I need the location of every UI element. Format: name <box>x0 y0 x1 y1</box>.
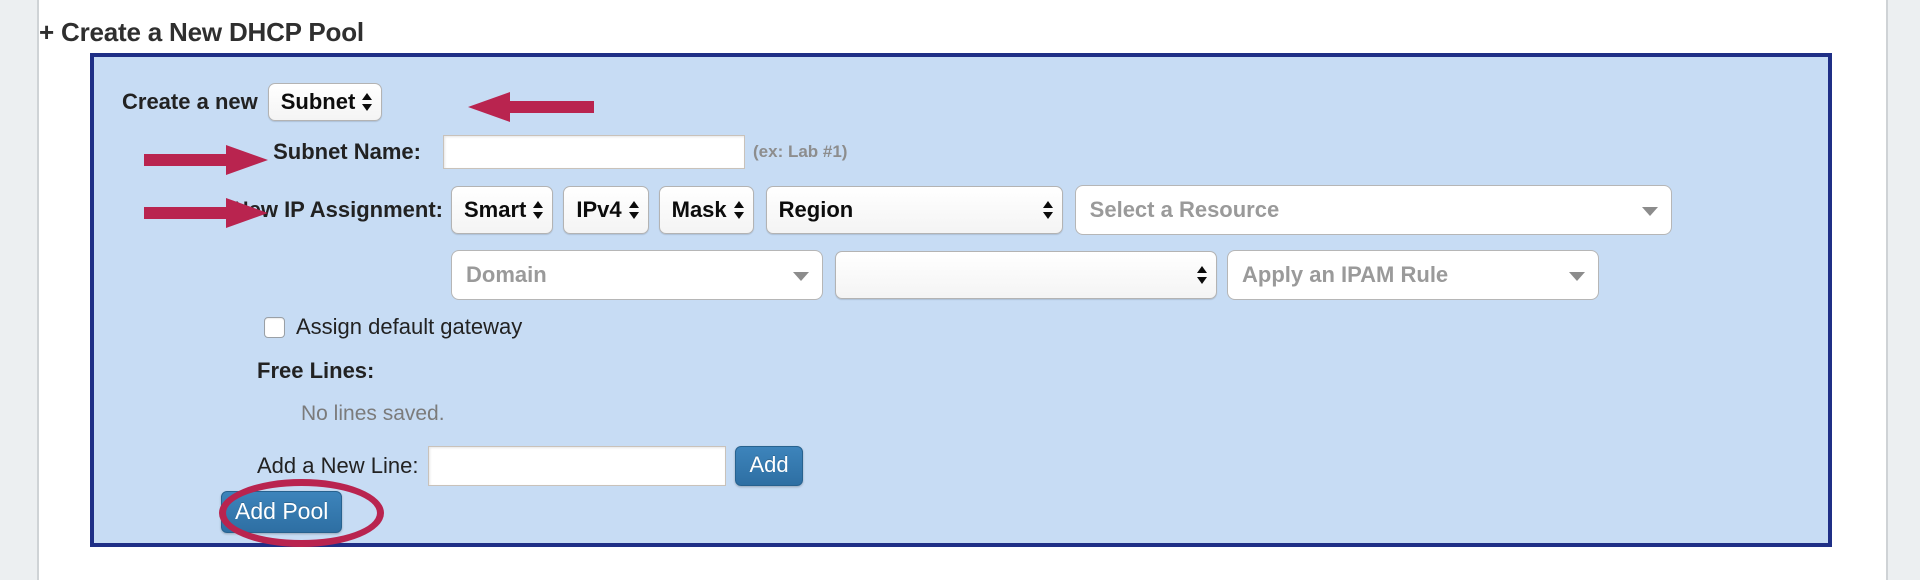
assign-default-gateway-label: Assign default gateway <box>296 314 523 339</box>
assign-mode-select-value: Smart <box>464 197 527 222</box>
subnet-name-hint: (ex: Lab #1) <box>753 142 848 161</box>
updown-arrows-icon <box>1197 264 1208 286</box>
add-new-line-row: Add a New Line: Add <box>257 446 803 486</box>
entity-type-select[interactable]: Subnet <box>267 83 383 121</box>
right-gutter <box>1886 0 1920 580</box>
create-a-new-label: Create a new <box>122 89 258 114</box>
updown-arrows-icon <box>628 199 640 221</box>
mask-select[interactable]: Mask <box>658 186 754 234</box>
secondary-blank-select[interactable] <box>835 251 1217 299</box>
free-lines-label: Free Lines: <box>257 358 375 383</box>
no-lines-saved-text: No lines saved. <box>301 402 445 425</box>
page-title: + Create a New DHCP Pool <box>39 17 364 48</box>
updown-arrows-icon <box>362 91 373 113</box>
updown-arrows-icon <box>733 199 745 221</box>
add-line-button[interactable]: Add <box>735 446 803 486</box>
assign-default-gateway-row[interactable]: Assign default gateway <box>264 314 522 340</box>
create-a-new-row: Create a new Subnet <box>122 83 383 121</box>
assign-mode-select[interactable]: Smart <box>451 186 554 234</box>
page-title-text: Create a New DHCP Pool <box>61 17 364 47</box>
resource-combobox-value: Select a Resource <box>1089 197 1280 222</box>
new-ip-assignment-label: New IP Assignment: <box>232 197 443 222</box>
create-dhcp-pool-panel: Create a new Subnet Subnet Name: (ex: La… <box>90 53 1832 547</box>
ipam-rule-combobox[interactable]: Apply an IPAM Rule <box>1227 250 1599 300</box>
entity-type-select-value: Subnet <box>280 89 356 114</box>
expand-plus-icon: + <box>39 17 54 47</box>
chevron-down-icon <box>793 272 809 281</box>
domain-combobox-value: Domain <box>466 262 547 287</box>
updown-arrows-icon <box>1042 199 1054 221</box>
subnet-name-label: Subnet Name: <box>273 139 421 164</box>
domain-combobox[interactable]: Domain <box>451 250 823 300</box>
resource-combobox[interactable]: Select a Resource <box>1074 185 1672 235</box>
chevron-down-icon <box>1569 272 1585 281</box>
ip-version-select-value: IPv4 <box>576 197 622 222</box>
subnet-name-row: Subnet Name: (ex: Lab #1) <box>216 135 847 169</box>
chevron-down-icon <box>1641 207 1658 216</box>
updown-arrows-icon <box>533 199 544 221</box>
new-ip-assignment-row: New IP Assignment: Smart IPv4 Mask Regio… <box>94 185 1672 235</box>
ipam-rule-combobox-value: Apply an IPAM Rule <box>1242 262 1449 287</box>
region-select[interactable]: Region <box>765 186 1063 234</box>
subnet-name-input[interactable] <box>443 135 745 169</box>
free-lines-row: Free Lines: <box>257 358 374 384</box>
region-select-value: Region <box>778 197 854 222</box>
add-pool-button[interactable]: Add Pool <box>221 491 343 533</box>
add-pool-row: Add Pool <box>221 491 343 533</box>
ip-version-select[interactable]: IPv4 <box>563 186 649 234</box>
mask-select-value: Mask <box>671 197 727 222</box>
domain-rule-row: Domain Apply an IPAM Rule <box>451 250 1599 300</box>
free-lines-empty-row: No lines saved. <box>301 402 445 426</box>
add-new-line-label: Add a New Line: <box>257 453 419 478</box>
assign-default-gateway-checkbox[interactable] <box>264 316 285 338</box>
left-gutter <box>0 0 39 580</box>
add-new-line-input[interactable] <box>428 446 727 486</box>
